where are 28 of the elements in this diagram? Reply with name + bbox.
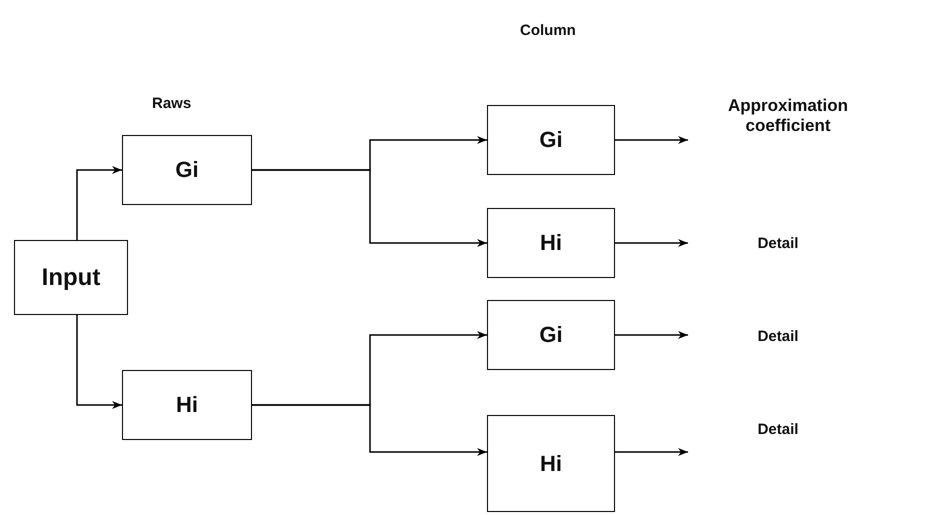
process-box — [122, 135, 252, 205]
arrow — [76, 166, 122, 240]
arrow — [615, 136, 688, 144]
column-heading: Raws — [152, 95, 192, 112]
box-label: Hi — [540, 230, 562, 256]
process-box — [487, 300, 615, 370]
box-label: Gi — [175, 157, 199, 183]
process-box — [487, 415, 615, 512]
output-label: Detail — [758, 420, 798, 438]
process-box — [487, 105, 615, 175]
arrow — [615, 239, 688, 247]
process-box — [487, 208, 615, 278]
arrow — [615, 331, 688, 339]
process-box — [122, 370, 252, 440]
arrow — [252, 404, 487, 456]
process-box — [14, 240, 128, 315]
output-label: Approximation coefficient — [727, 96, 849, 136]
arrow — [76, 315, 122, 409]
box-label: Hi — [176, 392, 198, 418]
box-label: Gi — [539, 127, 563, 153]
box-label: Input — [42, 264, 100, 292]
box-label: Hi — [540, 450, 562, 476]
output-label: Detail — [758, 234, 798, 252]
column-heading: Column — [520, 22, 576, 39]
box-label: Gi — [539, 322, 563, 348]
arrow — [615, 448, 688, 456]
arrow — [252, 169, 487, 247]
output-label: Detail — [758, 328, 798, 344]
